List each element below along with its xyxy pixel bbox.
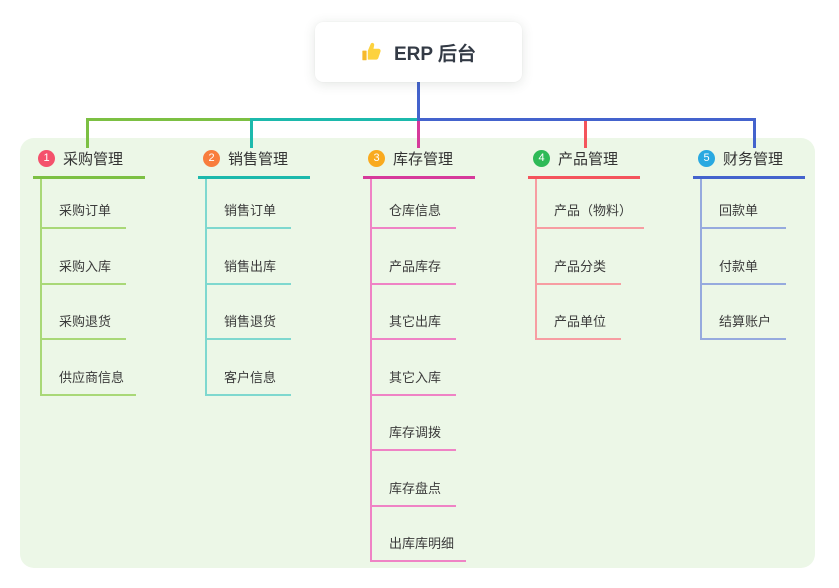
child-node[interactable]: 客户信息 bbox=[207, 340, 291, 396]
child-node[interactable]: 产品（物料） bbox=[537, 179, 645, 229]
child-node[interactable]: 供应商信息 bbox=[42, 340, 137, 396]
connector-drop-sales bbox=[250, 118, 253, 148]
child-node[interactable]: 库存盘点 bbox=[372, 451, 456, 507]
branch-1: 1 采购管理采购订单采购入库采购退货供应商信息 bbox=[33, 148, 145, 396]
child-node[interactable]: 销售退货 bbox=[207, 285, 291, 340]
branches-panel bbox=[20, 138, 815, 568]
branch-title[interactable]: 3 库存管理 bbox=[363, 148, 475, 179]
child-node[interactable]: 付款单 bbox=[702, 229, 786, 285]
branch-number-badge: 5 bbox=[698, 150, 715, 167]
child-node[interactable]: 销售出库 bbox=[207, 229, 291, 285]
branch-number-badge: 3 bbox=[368, 150, 385, 167]
branch-title-label: 销售管理 bbox=[228, 151, 289, 168]
connector-drop-finance bbox=[753, 118, 756, 148]
child-node[interactable]: 销售订单 bbox=[207, 179, 291, 229]
branch-5: 5 财务管理回款单付款单结算账户 bbox=[693, 148, 805, 340]
child-node[interactable]: 库存调拨 bbox=[372, 396, 456, 451]
branch-title[interactable]: 2 销售管理 bbox=[198, 148, 310, 179]
connector-bus-left bbox=[86, 118, 250, 121]
branch-children: 销售订单销售出库销售退货客户信息 bbox=[205, 179, 291, 396]
branch-title[interactable]: 1 采购管理 bbox=[33, 148, 145, 179]
branch-title[interactable]: 4 产品管理 bbox=[528, 148, 640, 179]
branch-children: 采购订单采购入库采购退货供应商信息 bbox=[40, 179, 137, 396]
child-node[interactable]: 产品单位 bbox=[537, 285, 621, 340]
child-node[interactable]: 结算账户 bbox=[702, 285, 786, 340]
branch-title-label: 采购管理 bbox=[63, 151, 124, 168]
connector-bus-middle bbox=[250, 118, 417, 121]
branch-number-badge: 4 bbox=[533, 150, 550, 167]
child-node[interactable]: 其它出库 bbox=[372, 285, 456, 340]
branch-title-label: 库存管理 bbox=[393, 151, 454, 168]
branch-2: 2 销售管理销售订单销售出库销售退货客户信息 bbox=[198, 148, 310, 396]
connector-drop-product bbox=[584, 118, 587, 148]
child-node[interactable]: 采购订单 bbox=[42, 179, 126, 229]
root-title: ERP 后台 bbox=[393, 43, 476, 65]
thumbs-up-icon bbox=[361, 41, 383, 63]
branch-children: 产品（物料）产品分类产品单位 bbox=[535, 179, 645, 340]
branch-3: 3 库存管理仓库信息产品库存其它出库其它入库库存调拨库存盘点出库库明细 bbox=[363, 148, 475, 562]
branch-title-label: 产品管理 bbox=[558, 151, 619, 168]
connector-drop-inventory bbox=[417, 118, 420, 148]
root-node[interactable]: ERP 后台 bbox=[315, 22, 522, 82]
root-stem-line bbox=[417, 82, 420, 119]
child-node[interactable]: 产品库存 bbox=[372, 229, 456, 285]
branch-children: 仓库信息产品库存其它出库其它入库库存调拨库存盘点出库库明细 bbox=[370, 179, 467, 562]
branch-number-badge: 2 bbox=[203, 150, 220, 167]
child-node[interactable]: 回款单 bbox=[702, 179, 786, 229]
child-node[interactable]: 其它入库 bbox=[372, 340, 456, 396]
connector-drop-purchase bbox=[86, 118, 89, 148]
child-node[interactable]: 采购入库 bbox=[42, 229, 126, 285]
child-node[interactable]: 仓库信息 bbox=[372, 179, 456, 229]
branch-title[interactable]: 5 财务管理 bbox=[693, 148, 805, 179]
branch-children: 回款单付款单结算账户 bbox=[700, 179, 786, 340]
child-node[interactable]: 出库库明细 bbox=[372, 507, 467, 562]
branch-title-label: 财务管理 bbox=[723, 151, 784, 168]
branch-4: 4 产品管理产品（物料）产品分类产品单位 bbox=[528, 148, 645, 340]
branch-number-badge: 1 bbox=[38, 150, 55, 167]
child-node[interactable]: 产品分类 bbox=[537, 229, 621, 285]
connector-bus-right bbox=[417, 118, 756, 121]
child-node[interactable]: 采购退货 bbox=[42, 285, 126, 340]
